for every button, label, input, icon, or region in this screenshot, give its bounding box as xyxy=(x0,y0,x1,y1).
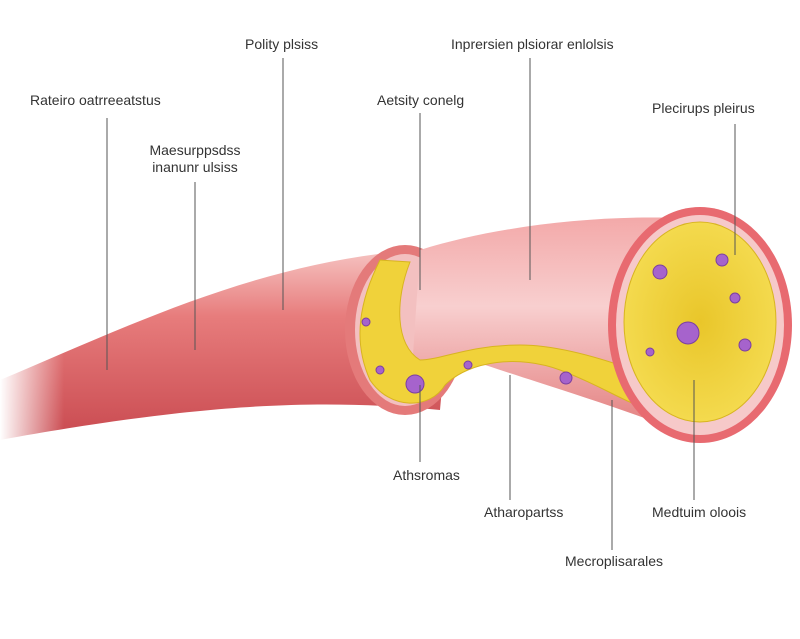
label-inner: Inprersien plsiorar enlolsis xyxy=(451,36,614,52)
label-medium: Medtuim oloois xyxy=(652,504,747,520)
label-macro-line1: Maesurppsdss xyxy=(149,142,241,158)
label-right: Plecirups pleirus xyxy=(652,100,755,116)
leader-lines xyxy=(106,58,736,550)
label-macro: Maesurppsdss inanunr ulsiss xyxy=(140,142,250,176)
label-atheromas: Athsromas xyxy=(393,467,460,483)
label-activity: Aetsity conelg xyxy=(377,92,465,108)
label-top-left: Rateiro oatrreeatstus xyxy=(30,92,161,108)
label-macro-line2: inanunr ulsiss xyxy=(152,159,238,175)
label-fatty: Polity plsiss xyxy=(245,36,319,52)
label-macrophages: Mecroplisarales xyxy=(565,553,664,569)
label-atharo: Atharopartss xyxy=(484,504,564,520)
